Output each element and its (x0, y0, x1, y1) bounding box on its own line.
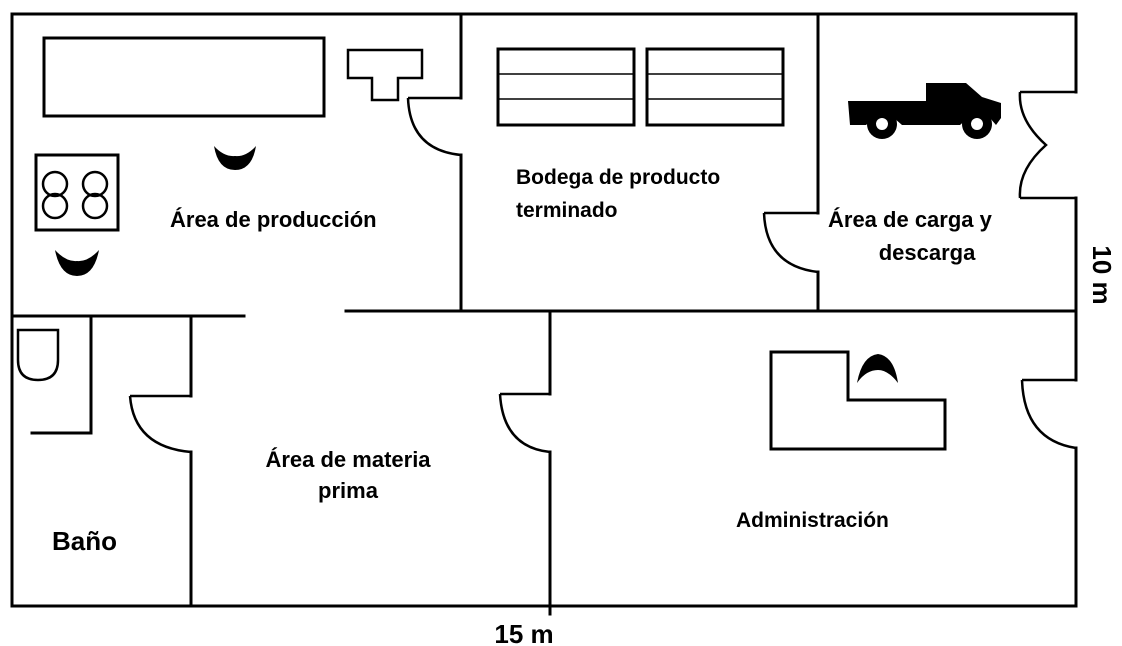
table-icon (42, 36, 326, 118)
label-bodega-2: terminado (516, 199, 618, 222)
label-administracion: Administración (736, 509, 889, 532)
sink-icon (346, 48, 424, 102)
door-icon (128, 90, 1077, 454)
outer-walls (10, 12, 1078, 608)
worker-icon (214, 146, 256, 170)
interior-walls (10, 12, 1078, 616)
dimension-width: 15 m (494, 619, 553, 646)
dimension-height: 10 m (1087, 245, 1117, 304)
label-materia-2: prima (318, 478, 379, 503)
stove-icon (34, 153, 120, 232)
desk-icon (769, 350, 947, 451)
worker-icon (857, 354, 898, 383)
truck-icon (848, 83, 1001, 139)
label-carga-2: descarga (879, 240, 976, 265)
label-bano: Baño (52, 526, 117, 556)
label-materia-1: Área de materia (265, 447, 431, 472)
label-bodega-1: Bodega de producto (516, 166, 720, 189)
label-carga-1: Área de carga y (828, 207, 993, 232)
worker-icon (55, 250, 99, 276)
label-produccion: Área de producción (170, 207, 377, 232)
toilet-icon (16, 328, 60, 382)
shelf-icon (496, 47, 785, 127)
